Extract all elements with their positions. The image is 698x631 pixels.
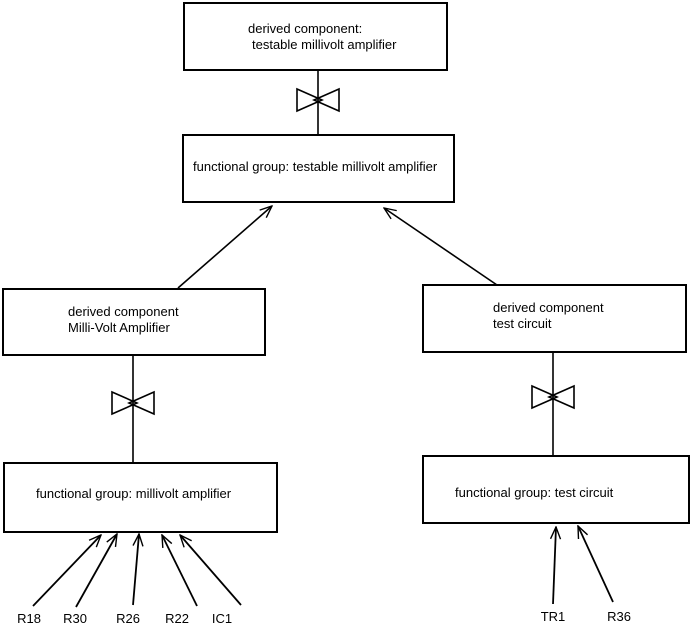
leaf-label-r22: R22 bbox=[165, 611, 189, 626]
node-label-line2: testable millivolt amplifier bbox=[252, 37, 397, 52]
node-label-line1: derived component: bbox=[248, 21, 363, 36]
node-functional-group-millivolt-amplifier: functional group: millivolt amplifier bbox=[3, 462, 278, 533]
node-derived-testable-millivolt-amplifier: derived component: testable millivolt am… bbox=[183, 2, 448, 71]
node-label-line1: derived component bbox=[493, 300, 604, 315]
node-label-line2: test circuit bbox=[493, 316, 552, 331]
bowtie-symbol-top bbox=[296, 87, 340, 113]
arrow-r26 bbox=[132, 534, 139, 606]
leaf-label-ic1: IC1 bbox=[211, 611, 233, 626]
bowtie-symbol-left bbox=[111, 390, 155, 416]
leaf-label-r18: R18 bbox=[17, 611, 41, 626]
arrow-left-derived-to-top-functional bbox=[177, 206, 272, 289]
arrow-r36 bbox=[577, 526, 614, 603]
leaf-label-r30: R30 bbox=[63, 611, 87, 626]
leaf-label-tr1: TR1 bbox=[540, 609, 566, 624]
node-functional-group-test-circuit: functional group: test circuit bbox=[422, 455, 690, 524]
arrow-r30 bbox=[75, 534, 117, 608]
node-functional-group-testable-millivolt-amplifier: functional group: testable millivolt amp… bbox=[182, 134, 455, 203]
node-label: functional group: test circuit bbox=[455, 485, 614, 500]
bowtie-symbol-right bbox=[531, 384, 575, 410]
node-label: functional group: testable millivolt amp… bbox=[193, 159, 438, 174]
arrow-r22 bbox=[161, 535, 198, 607]
node-derived-milli-volt-amplifier: derived component Milli-Volt Amplifier bbox=[2, 288, 266, 356]
arrow-tr1 bbox=[553, 527, 556, 605]
leaf-label-r36: R36 bbox=[607, 609, 631, 624]
arrow-r18 bbox=[32, 535, 101, 607]
arrow-ic1 bbox=[180, 535, 242, 606]
node-derived-test-circuit: derived component test circuit bbox=[422, 284, 687, 353]
arrow-right-derived-to-top-functional bbox=[384, 208, 498, 286]
node-label-line2: Milli-Volt Amplifier bbox=[68, 320, 170, 335]
node-label-line1: derived component bbox=[68, 304, 179, 319]
leaf-label-r26: R26 bbox=[116, 611, 140, 626]
node-label: functional group: millivolt amplifier bbox=[36, 486, 232, 501]
